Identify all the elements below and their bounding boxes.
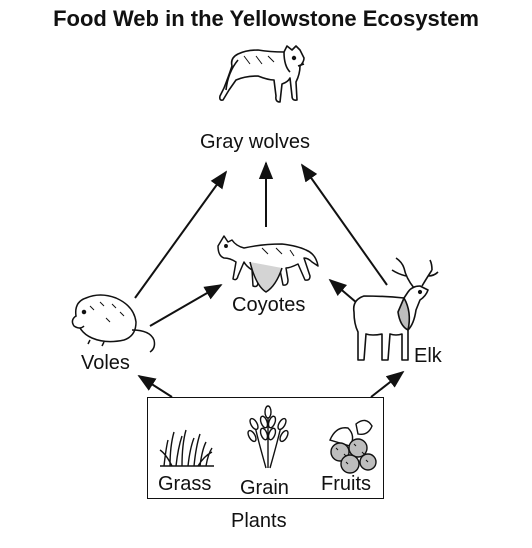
label-grain: Grain [240, 477, 289, 499]
diagram-title: Food Web in the Yellowstone Ecosystem [53, 6, 479, 31]
label-elk: Elk [414, 345, 442, 367]
label-coyotes: Coyotes [232, 294, 306, 316]
gray-wolf-icon [219, 45, 305, 103]
label-voles: Voles [81, 352, 130, 374]
grass-icon [159, 429, 214, 467]
label-plants: Plants [231, 510, 287, 532]
arrow-voles-to-coyotes [149, 284, 223, 327]
arrow-elk-to-wolves [300, 163, 388, 286]
label-gray-wolves: Gray wolves [200, 131, 311, 153]
fruits-icon [329, 419, 377, 474]
elk-icon [352, 257, 439, 361]
arrow-plants-to-elk [370, 370, 405, 398]
vole-icon [71, 294, 156, 353]
arrow-plants-to-voles [137, 375, 173, 398]
label-fruits: Fruits [321, 473, 371, 495]
arrow-voles-to-wolves [134, 170, 228, 299]
plants-box [147, 397, 384, 499]
grain-icon [247, 405, 289, 469]
coyote-icon [217, 235, 319, 293]
label-grass: Grass [158, 473, 212, 495]
arrow-elk-to-coyotes [328, 278, 358, 304]
